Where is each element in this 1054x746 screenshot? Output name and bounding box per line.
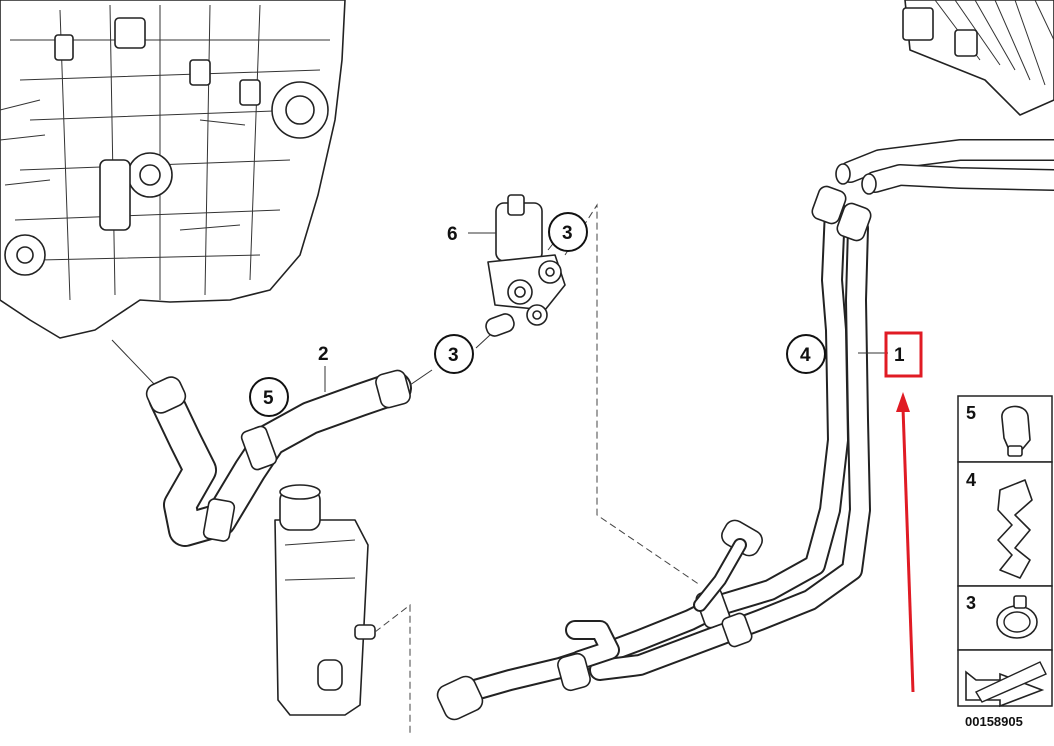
highlight-box <box>884 331 923 378</box>
legend-row-5-label: 5 <box>966 403 976 423</box>
callout-3-lower-label: 3 <box>448 345 459 366</box>
arrow-symbol-icon <box>965 661 1047 708</box>
callout-2: 2 <box>318 344 329 392</box>
legend-row-4-label: 4 <box>966 470 976 490</box>
expansion-tank <box>274 484 376 716</box>
callout-1-label: 1 <box>894 345 905 366</box>
callout-4: 4 <box>786 334 826 374</box>
callout-2-label: 2 <box>318 344 329 365</box>
clamp-5-icon <box>1001 405 1031 457</box>
engine-block <box>0 0 346 339</box>
legend-panel: 5 4 3 <box>957 395 1053 708</box>
callout-5-label: 5 <box>263 388 274 409</box>
highlight-arrow <box>896 392 915 693</box>
hose-clamp-3-icon <box>996 595 1038 639</box>
water-valve <box>485 194 566 337</box>
callout-5: 5 <box>249 377 289 417</box>
heater-core <box>835 0 1054 195</box>
legend-row-3-label: 3 <box>966 593 976 613</box>
callout-3-upper-label: 3 <box>562 223 573 244</box>
callout-1: 1 <box>884 331 923 378</box>
callout-6: 6 <box>447 224 458 245</box>
callout-4-label: 4 <box>800 345 811 366</box>
hose-2 <box>145 369 412 547</box>
clip-4-icon <box>997 479 1033 579</box>
drawing-number: 00158905 <box>965 714 1023 729</box>
callout-6-label: 6 <box>447 224 458 245</box>
callout-3-upper: 3 <box>548 212 588 252</box>
hose-4-and-1 <box>436 185 872 721</box>
callout-3-lower: 3 <box>434 334 474 374</box>
